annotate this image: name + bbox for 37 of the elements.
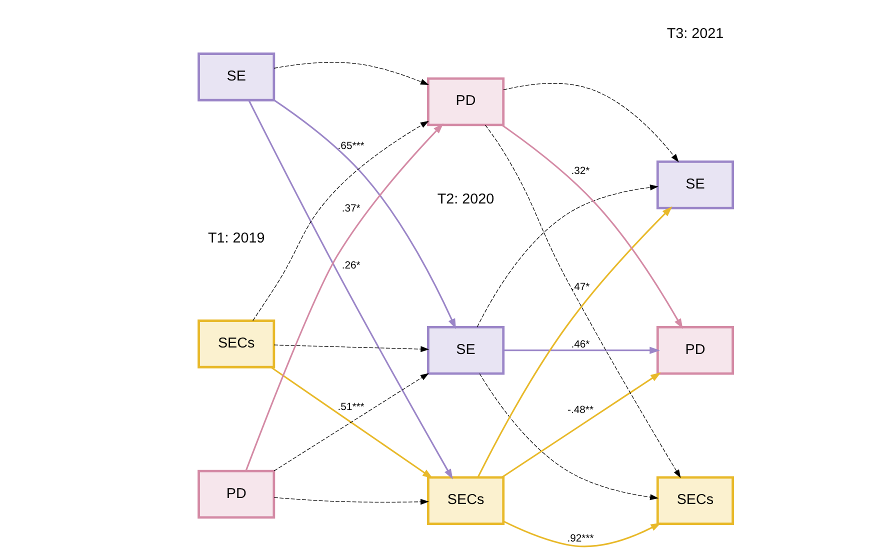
edge-label: .26* xyxy=(341,260,360,272)
edge-label: -.48** xyxy=(567,405,593,416)
label: T1: 2019 xyxy=(207,230,264,247)
node-box: PD xyxy=(426,77,504,126)
arrow xyxy=(478,373,658,500)
arrow xyxy=(501,372,661,478)
label: T2: 2020 xyxy=(436,192,494,208)
node-box: SE xyxy=(426,326,504,375)
node-box: SECs xyxy=(426,476,504,526)
label: T3: 2021 xyxy=(666,26,724,42)
edge-label: .51*** xyxy=(337,402,364,413)
arrow xyxy=(252,120,428,321)
edge-label: .37* xyxy=(341,204,360,215)
node-box: SECs xyxy=(197,320,275,368)
edge-label: .65*** xyxy=(337,141,364,152)
node-box: SE xyxy=(656,160,734,210)
edge-label: .47* xyxy=(570,282,590,293)
arrow xyxy=(273,497,428,505)
arrow xyxy=(484,124,680,478)
node-box: SE xyxy=(197,52,275,102)
node-box: PD xyxy=(197,470,275,519)
arrow xyxy=(502,520,661,548)
arrow xyxy=(273,100,456,330)
arrow xyxy=(273,344,429,352)
edge-label: .32* xyxy=(570,166,590,177)
arrow xyxy=(502,83,678,162)
arrow xyxy=(270,366,432,479)
edge-label: .92*** xyxy=(566,534,594,545)
arrow xyxy=(476,184,658,328)
arrow xyxy=(273,373,428,472)
node-box: SECs xyxy=(656,476,734,526)
arrow xyxy=(500,124,682,330)
node-box: PD xyxy=(656,326,734,375)
arrow xyxy=(273,62,429,85)
arrow xyxy=(476,206,672,478)
edge-label: .46* xyxy=(570,339,590,350)
arrow xyxy=(502,346,660,354)
